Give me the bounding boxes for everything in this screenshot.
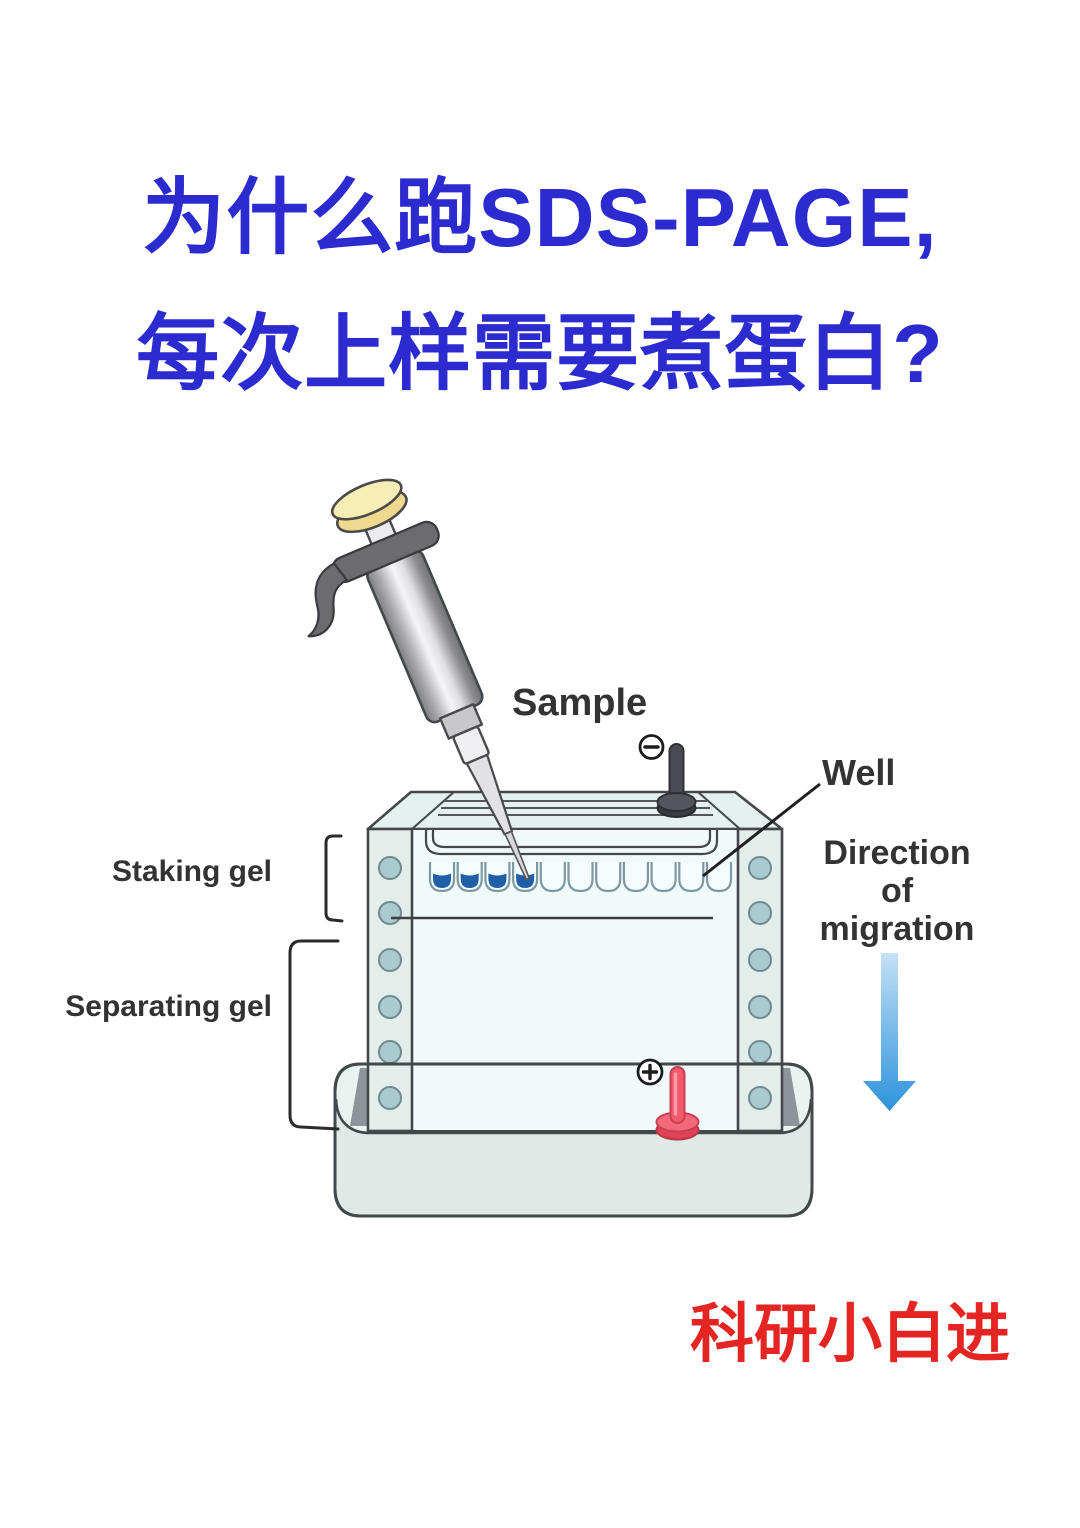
rail-screw-holes-right (748, 856, 772, 1110)
rail-screw-hole (378, 901, 402, 925)
rail-screw-hole (378, 995, 402, 1019)
migration-arrow-icon (863, 953, 916, 1111)
well-sample-liquid (488, 873, 507, 888)
cassette-rail-right (736, 827, 784, 1133)
direction-line3: migration (819, 910, 975, 948)
separating-gel-bracket (288, 939, 340, 1131)
poster-title-line2: 每次上样需要煮蛋白? (136, 307, 944, 400)
negative-electrode (656, 743, 697, 818)
well (705, 862, 733, 893)
rail-screw-hole (378, 1086, 402, 1110)
tank-shadow-left (350, 1068, 368, 1126)
rail-screw-hole (378, 1040, 402, 1064)
minus-icon (638, 734, 665, 760)
poster-title: 为什么跑SDS-PAGE, 每次上样需要煮蛋白? (0, 150, 1080, 422)
tank-front-wall (333, 1062, 814, 1218)
well (567, 862, 594, 893)
direction-line2: of (880, 872, 914, 910)
sample-label: Sample (512, 682, 648, 724)
rail-screw-hole (748, 1086, 772, 1110)
sample-wells (428, 862, 733, 893)
well-sample-liquid (516, 873, 535, 888)
direction-of-migration-label: Direction of migration (797, 834, 997, 948)
well-label: Well (822, 752, 896, 793)
poster-title-line1: 为什么跑SDS-PAGE, (142, 171, 938, 264)
well (622, 862, 649, 893)
rail-screw-hole (378, 948, 402, 972)
well-pointer-line (702, 782, 821, 878)
well (539, 862, 566, 893)
pipette-icon (307, 478, 530, 881)
rail-screw-hole (748, 856, 772, 880)
cassette-top-face (366, 790, 784, 831)
plus-icon (636, 1058, 664, 1086)
rail-screw-hole (748, 948, 772, 972)
tank-shadow-right (782, 1068, 800, 1126)
separating-gel-label: Separating gel (65, 990, 272, 1023)
upper-chamber-notch (424, 829, 719, 856)
rail-screw-hole (748, 1040, 772, 1064)
well (678, 862, 705, 893)
well-sample-liquid (433, 873, 451, 888)
rail-screw-hole (748, 995, 772, 1019)
well (650, 862, 677, 893)
rail-screw-hole (748, 901, 772, 925)
direction-line1: Direction (823, 834, 971, 872)
well (595, 862, 622, 893)
well-sample-liquid (460, 873, 479, 888)
cassette-rail-left (366, 827, 414, 1133)
positive-electrode (655, 1066, 700, 1141)
stacking-gel-bracket (324, 834, 344, 923)
stacking-gel-label: Staking gel (111, 855, 272, 888)
rail-screw-hole (378, 856, 402, 880)
watermark-text: 科研小白进 (690, 1298, 1010, 1370)
